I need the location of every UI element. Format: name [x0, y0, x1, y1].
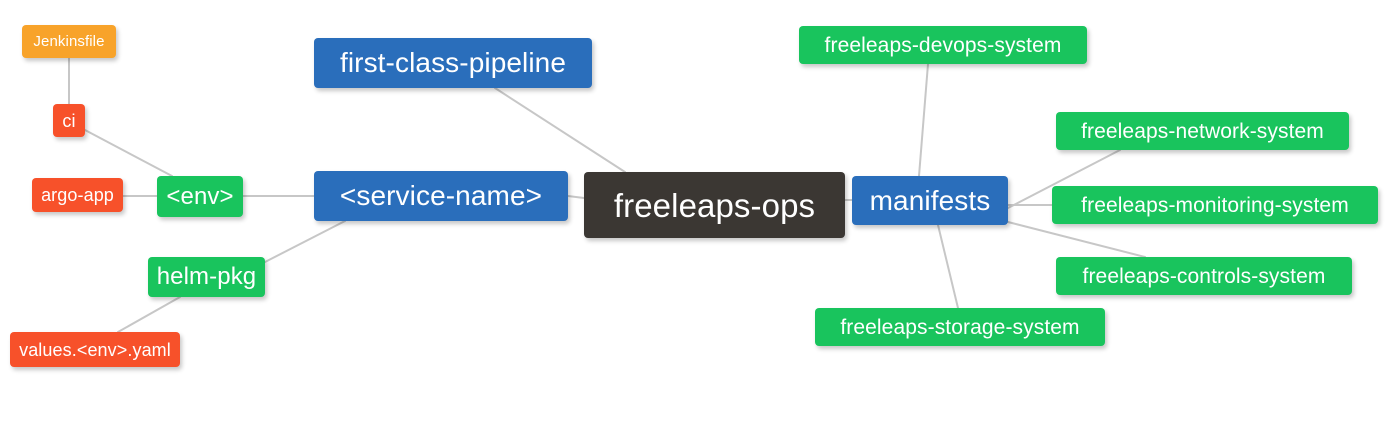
node-label-first-class-pipeline: first-class-pipeline	[339, 47, 567, 78]
node-freeleaps-devops-system[interactable]: freeleaps-devops-system	[799, 26, 1087, 64]
node-freeleaps-network-system[interactable]: freeleaps-network-system	[1056, 112, 1349, 150]
node-jenkinsfile[interactable]: Jenkinsfile	[22, 25, 116, 58]
node-label-argo-app: argo-app	[41, 185, 114, 205]
node-label-freeleaps-network-system: freeleaps-network-system	[1081, 119, 1324, 143]
node-label-helm-pkg: helm-pkg	[156, 263, 257, 290]
edge-values-yaml-to-helm-pkg	[117, 296, 181, 333]
edge-helm-pkg-to-service-name	[264, 220, 346, 263]
node-env[interactable]: <env>	[157, 176, 243, 217]
edge-manifests-to-freeleaps-controls-system	[1007, 221, 1146, 258]
node-label-values-yaml: values.<env>.yaml	[19, 339, 171, 360]
node-helm-pkg[interactable]: helm-pkg	[148, 257, 265, 297]
edge-service-name-to-freeleaps-ops	[567, 195, 585, 199]
node-freeleaps-ops[interactable]: freeleaps-ops	[584, 172, 845, 238]
node-freeleaps-storage-system[interactable]: freeleaps-storage-system	[815, 308, 1105, 346]
node-freeleaps-controls-system[interactable]: freeleaps-controls-system	[1056, 257, 1352, 295]
edge-first-class-pipeline-to-freeleaps-ops	[494, 87, 626, 173]
node-first-class-pipeline[interactable]: first-class-pipeline	[314, 38, 592, 88]
node-label-env: <env>	[166, 182, 234, 210]
node-label-jenkinsfile: Jenkinsfile	[33, 33, 105, 50]
node-argo-app[interactable]: argo-app	[32, 178, 123, 212]
node-label-freeleaps-devops-system: freeleaps-devops-system	[824, 33, 1062, 57]
node-service-name[interactable]: <service-name>	[314, 171, 568, 221]
node-ci[interactable]: ci	[53, 104, 85, 137]
node-label-manifests: manifests	[869, 184, 991, 216]
node-label-ci: ci	[62, 110, 76, 131]
node-label-freeleaps-storage-system: freeleaps-storage-system	[840, 315, 1080, 339]
node-label-freeleaps-controls-system: freeleaps-controls-system	[1082, 264, 1326, 288]
node-label-freeleaps-monitoring-system: freeleaps-monitoring-system	[1081, 193, 1349, 217]
edge-manifests-to-freeleaps-storage-system	[937, 224, 959, 309]
edge-ci-to-env	[84, 129, 173, 177]
node-freeleaps-monitoring-system[interactable]: freeleaps-monitoring-system	[1052, 186, 1378, 224]
node-label-service-name: <service-name>	[339, 180, 543, 211]
edge-manifests-to-freeleaps-devops-system	[918, 63, 929, 177]
node-label-freeleaps-ops: freeleaps-ops	[613, 186, 816, 224]
node-values-yaml[interactable]: values.<env>.yaml	[10, 332, 180, 367]
node-manifests[interactable]: manifests	[852, 176, 1008, 225]
